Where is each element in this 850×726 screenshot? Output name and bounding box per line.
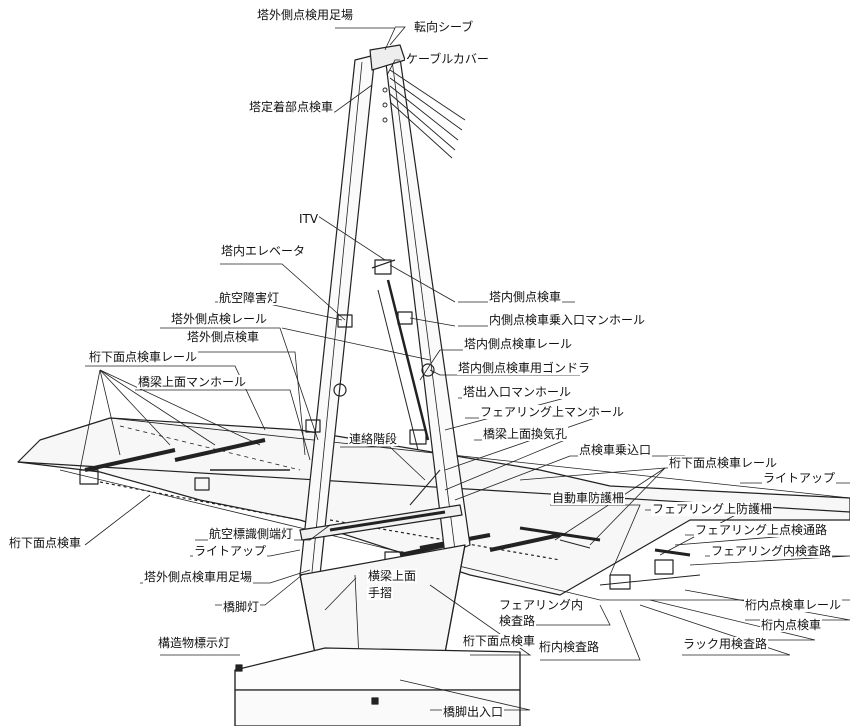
label-girder-inner-inspection-car: 桁内点検車	[760, 618, 823, 632]
label-inner-inspection-car-manhole: 内側点検車乗入口マンホール	[488, 313, 647, 327]
label-tower-outer-car-scaffold: 塔外側点検車用足場	[143, 570, 254, 584]
label-girder-under-inspection-car-left: 桁下面点検車	[8, 536, 83, 550]
label-rack-walkway: ラック用検査路	[682, 637, 769, 651]
label-tower-outer-inspection-car: 塔外側点検車	[186, 330, 261, 344]
label-pier-light: 橋脚灯	[222, 600, 261, 614]
label-lightup-left: ライトアップ	[193, 544, 268, 558]
label-pier-entrance: 橋脚出入口	[442, 705, 505, 719]
label-fairing-inner-walkway-2-line2: 検査路	[498, 614, 537, 628]
label-inspection-car-entry: 点検車乗込口	[578, 443, 653, 457]
label-tower-inner-inspection-car: 塔内側点検車	[488, 290, 563, 304]
label-girder-inner-inspection-rail: 桁内点検車レール	[744, 598, 843, 612]
label-aviation-obstruction-light: 航空障害灯	[218, 291, 281, 305]
stay-cables	[382, 69, 466, 159]
label-structure-marker-light: 構造物標示灯	[157, 636, 232, 650]
label-connecting-stairs: 連絡階段	[348, 432, 399, 446]
label-crossbeam-top-handrail-line2: 手摺	[367, 586, 394, 600]
label-fairing-top-guard-fence: フェアリング上防護柵	[651, 502, 774, 516]
label-beam-top-vent: 橋梁上面換気孔	[482, 427, 569, 441]
label-tower-outer-inspection-scaffold: 塔外側点検用足場	[256, 8, 355, 22]
label-beam-top-manhole: 橋梁上面マンホール	[137, 375, 248, 389]
label-aviation-sign-side-light: 航空標識側端灯	[208, 527, 295, 541]
label-fairing-top-manhole: フェアリング上マンホール	[479, 405, 626, 419]
label-tower-elevator: 塔内エレベータ	[220, 244, 307, 258]
label-girder-under-inspection-rail-right: 桁下面点検車レール	[668, 456, 779, 470]
label-fairing-inner-walkway-2-line1: フェアリング内	[498, 598, 585, 612]
label-vehicle-guard-fence: 自動車防護柵	[551, 491, 626, 505]
label-lightup-right: ライトアップ	[762, 471, 837, 485]
label-girder-inner-walkway: 桁内検査路	[538, 640, 601, 654]
label-tower-entrance-manhole: 塔出入口マンホール	[462, 385, 573, 399]
label-turning-sheave: 転向シーブ	[413, 20, 475, 34]
label-tower-outer-inspection-rail: 塔外側点検レール	[170, 312, 269, 326]
tower	[299, 44, 471, 576]
label-girder-under-inspection-car-bottom: 桁下面点検車	[462, 634, 537, 648]
label-crossbeam-top-handrail-line1: 横梁上面	[367, 569, 418, 583]
label-girder-under-inspection-rail-left: 桁下面点検車レール	[88, 350, 199, 364]
label-tower-inner-gondola: 塔内側点検車用ゴンドラ	[457, 361, 592, 375]
label-tower-anchorage-inspection-car: 塔定着部点検車	[248, 100, 335, 114]
label-fairing-inner-walkway: フェアリング内検査路	[710, 544, 833, 558]
label-fairing-top-walkway: フェアリング上点検通路	[694, 523, 829, 537]
label-itv: ITV	[298, 212, 320, 226]
label-cable-cover: ケーブルカバー	[405, 52, 490, 66]
label-tower-inner-inspection-rail: 塔内側点検車レール	[463, 337, 574, 351]
